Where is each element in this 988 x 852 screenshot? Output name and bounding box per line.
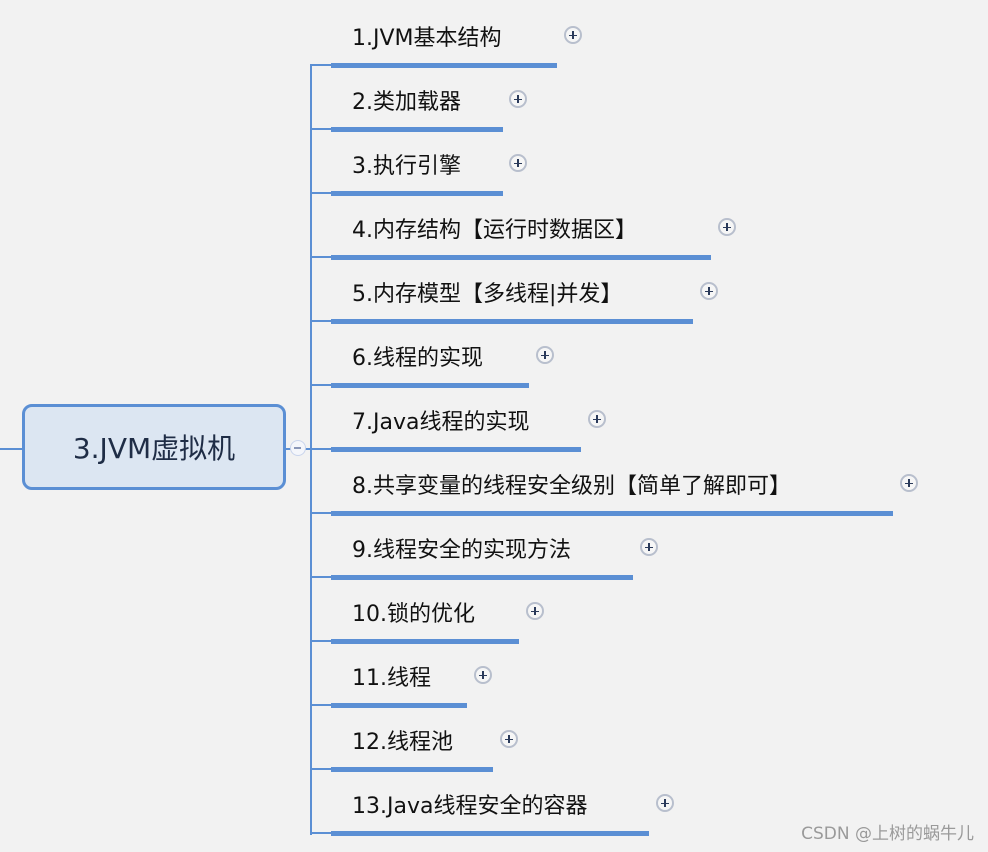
- expand-plus-icon[interactable]: [656, 794, 674, 812]
- branch-topic-13[interactable]: 13.Java线程安全的容器: [352, 794, 588, 819]
- branch-topic-5[interactable]: 5.内存模型【多线程|并发】: [352, 282, 623, 307]
- branch-underline: [331, 127, 503, 132]
- branch-connector: [311, 448, 333, 450]
- branch-underline: [331, 319, 693, 324]
- collapse-minus-icon[interactable]: [290, 440, 306, 456]
- expand-plus-icon[interactable]: [509, 90, 527, 108]
- branch-topic-10[interactable]: 10.锁的优化: [352, 602, 475, 627]
- branch-connector: [311, 320, 333, 322]
- branch-connector: [311, 256, 333, 258]
- branch-connector: [311, 512, 333, 514]
- expand-plus-icon[interactable]: [640, 538, 658, 556]
- branch-topic-1[interactable]: 1.JVM基本结构: [352, 26, 502, 51]
- branch-topic-4[interactable]: 4.内存结构【运行时数据区】: [352, 218, 637, 243]
- expand-plus-icon[interactable]: [526, 602, 544, 620]
- root-topic-label: 3.JVM虚拟机: [72, 432, 236, 465]
- expand-plus-icon[interactable]: [536, 346, 554, 364]
- branch-underline: [331, 575, 633, 580]
- branch-topic-3[interactable]: 3.执行引擎: [352, 154, 461, 179]
- branch-connector: [311, 576, 333, 578]
- root-topic-node[interactable]: 3.JVM虚拟机: [22, 404, 286, 490]
- watermark: CSDN @上树的蜗牛儿: [801, 824, 974, 844]
- branch-underline: [331, 767, 493, 772]
- expand-plus-icon[interactable]: [509, 154, 527, 172]
- branch-topic-11[interactable]: 11.线程: [352, 666, 431, 691]
- branch-connector: [311, 192, 333, 194]
- branch-underline: [331, 447, 581, 452]
- branch-underline: [331, 639, 519, 644]
- branch-connector: [311, 704, 333, 706]
- expand-plus-icon[interactable]: [900, 474, 918, 492]
- branch-underline: [331, 255, 711, 260]
- branch-connector: [311, 128, 333, 130]
- branch-topic-6[interactable]: 6.线程的实现: [352, 346, 483, 371]
- branch-topic-8[interactable]: 8.共享变量的线程安全级别【简单了解即可】: [352, 474, 791, 499]
- branch-connector: [311, 768, 333, 770]
- branch-topic-9[interactable]: 9.线程安全的实现方法: [352, 538, 571, 563]
- branch-topic-12[interactable]: 12.线程池: [352, 730, 453, 755]
- expand-plus-icon[interactable]: [588, 410, 606, 428]
- branch-underline: [331, 191, 503, 196]
- branch-connector: [311, 384, 333, 386]
- branch-topic-2[interactable]: 2.类加载器: [352, 90, 461, 115]
- branch-connector: [311, 832, 333, 834]
- expand-plus-icon[interactable]: [474, 666, 492, 684]
- branch-connector: [311, 64, 333, 66]
- branch-topic-7[interactable]: 7.Java线程的实现: [352, 410, 530, 435]
- branch-underline: [331, 511, 893, 516]
- expand-plus-icon[interactable]: [564, 26, 582, 44]
- branch-underline: [331, 383, 529, 388]
- branch-underline: [331, 63, 557, 68]
- incoming-connector: [0, 448, 24, 450]
- branch-underline: [331, 831, 649, 836]
- branch-connector: [311, 640, 333, 642]
- expand-plus-icon[interactable]: [718, 218, 736, 236]
- expand-plus-icon[interactable]: [700, 282, 718, 300]
- expand-plus-icon[interactable]: [500, 730, 518, 748]
- branch-underline: [331, 703, 467, 708]
